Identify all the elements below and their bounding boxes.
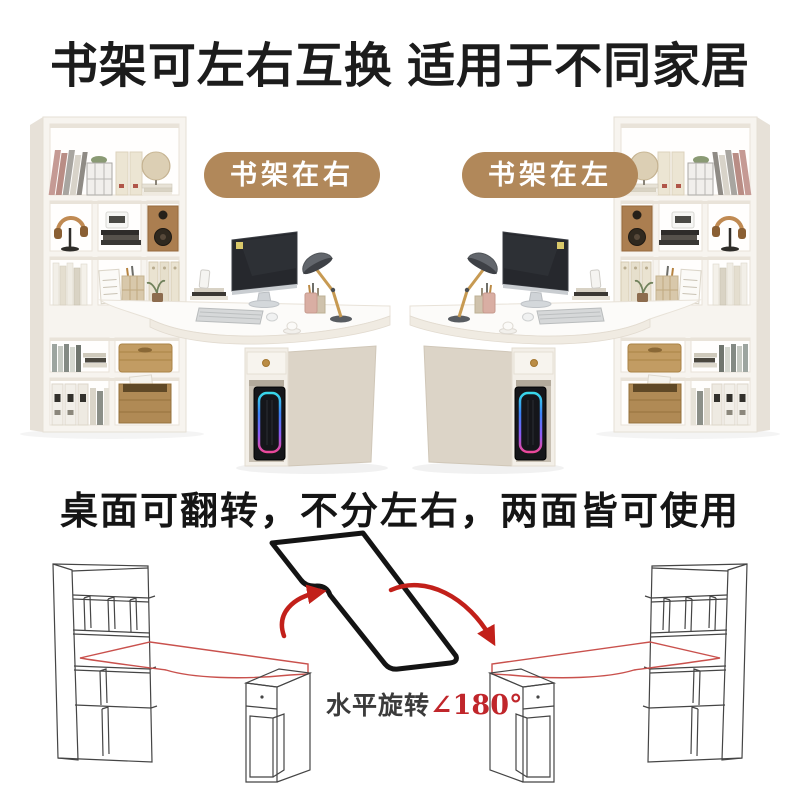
keyboard-illustration [195,307,264,325]
angle-text: ∠180° [430,690,523,721]
rotation-text: 水平旋转 [326,692,431,720]
rotation-arrow-left [279,584,327,639]
bookshelf-illustration [30,116,187,433]
wicker-basket [118,343,173,373]
mouse-icon [266,312,278,322]
label-binders [51,383,109,426]
wicker-crate [118,374,172,424]
lower-books [52,344,107,372]
desk-items [146,231,352,335]
monitor-illustration [231,231,298,308]
wireframe-desk-set-mirrored [489,563,748,783]
clock-and-books [101,211,141,245]
rotation-label: 水平旋转∠180° [326,686,523,722]
desk-calendar [98,268,122,305]
wireframe-desktop-red-outline [79,641,309,679]
badge-shelf-left: 书架在左 [462,152,638,198]
pen-cup [304,283,326,314]
rotation-diagram [52,530,748,783]
main-title: 书架可左右互换 适用于不同家居 [49,40,751,93]
pen-organizer [121,265,145,306]
white-books [52,262,88,306]
plant-icon [146,279,166,302]
desk-lamp-illustration [302,252,352,323]
globe-icon [141,151,173,195]
pc-tower-illustration [253,386,286,461]
file-boxes [115,151,143,196]
badge-shelf-right: 书架在右 [204,152,380,198]
product-photos [20,115,782,476]
wireframe-desk-set [52,563,313,783]
desk-set-photo [20,116,391,474]
wireframe-bookshelf [52,563,158,763]
cabinet-illustration [244,345,377,467]
wireframe-cabinet [243,668,313,783]
speaker-icon [147,205,179,252]
rotation-arrow-right [388,583,496,647]
coffee-cup [283,321,301,335]
drawer-knob [262,359,270,367]
wire-basket [86,156,113,196]
book-stack [190,269,228,300]
leaning-books [48,150,88,195]
headphones-icon [54,216,88,252]
subtitle: 桌面可翻转，不分左右，两面皆可使用 [59,491,740,533]
